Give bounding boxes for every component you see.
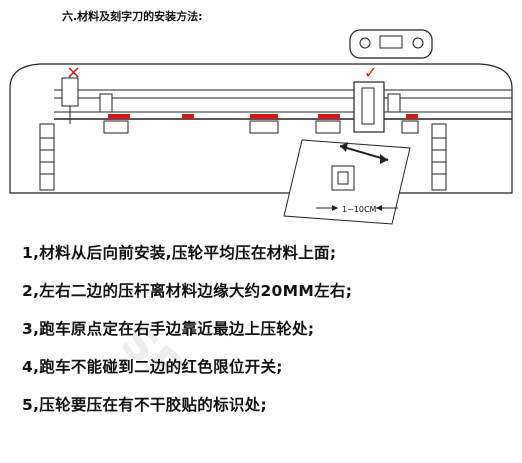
step-item: 2,左右二边的压杆离材料边缘大约20MM左右; — [22, 282, 353, 300]
wrong-mark: × — [66, 62, 81, 83]
right-mark: ✓ — [364, 63, 377, 82]
material-sheet — [283, 139, 411, 225]
installation-steps: 1,材料从后向前安装,压轮平均压在材料上面; 2,左右二边的压杆离材料边缘大约2… — [22, 234, 352, 424]
guide-rail — [54, 89, 512, 120]
roller-mark — [250, 114, 278, 119]
step-item: 3,跑车原点定在右手边靠近最边上压轮处; — [22, 320, 315, 338]
left-housing — [39, 123, 55, 191]
pressure-clamps — [103, 120, 419, 134]
roller-mark — [318, 114, 340, 119]
limit-switch-left — [108, 114, 130, 119]
limit-switch-right — [406, 114, 418, 119]
pinch-roller-2 — [99, 93, 113, 113]
roller-mark — [182, 114, 194, 119]
step-item: 5,压轮要压在有不干胶贴的标识处; — [22, 396, 267, 414]
step-item: 1,材料从后向前安装,压轮平均压在材料上面; — [22, 244, 337, 262]
panel-button-left — [359, 37, 371, 49]
right-housing — [431, 123, 447, 191]
step-item: 4,跑车不能碰到二边的红色限位开关; — [22, 358, 283, 376]
section-heading: 六.材料及刻字刀的安装方法: — [62, 10, 203, 23]
cutter-carriage — [353, 81, 385, 133]
dimension-indicator: 1~10CM — [316, 205, 398, 214]
cutter-machine-illustration: × ✓ 1~10CM — [9, 29, 513, 225]
dimension-label: 1~10CM — [342, 205, 377, 214]
pinch-roller-3 — [387, 93, 401, 113]
control-panel — [349, 29, 433, 59]
panel-button-right — [412, 37, 424, 49]
red-marks — [108, 114, 418, 119]
pinch-roller-1 — [61, 77, 79, 124]
